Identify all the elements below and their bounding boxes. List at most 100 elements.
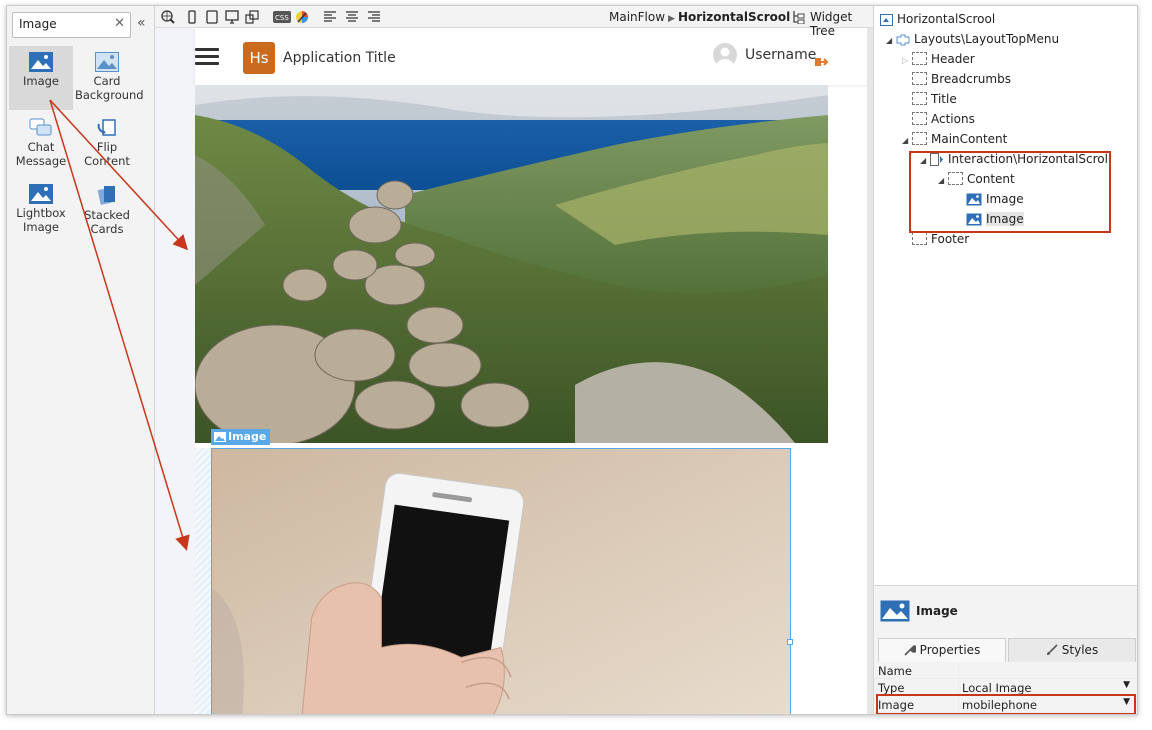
collapse-arrow-icon[interactable]: ◢ xyxy=(886,36,893,45)
app-logo: Hs xyxy=(243,42,275,74)
css-icon[interactable]: CSS xyxy=(273,10,291,24)
screen-breadcrumb: MainFlow▶HorizontalScrool xyxy=(609,10,790,24)
toolbox-item-label: Flip xyxy=(96,140,118,154)
align-right-icon[interactable] xyxy=(367,10,381,24)
landscape-photo[interactable] xyxy=(195,85,828,443)
toolbox-item-flip-content[interactable]: Flip Content xyxy=(75,112,139,176)
desktop-preview-icon[interactable] xyxy=(225,10,239,24)
container-padding-hatch xyxy=(195,448,211,714)
canvas-toolbar: CSS MainFlow▶HorizontalScrool xyxy=(155,6,873,28)
tree-node-label: Header xyxy=(931,52,975,66)
breadcrumb-flow[interactable]: MainFlow xyxy=(609,10,666,24)
user-avatar-icon xyxy=(713,43,737,67)
tree-node-label: MainContent xyxy=(931,132,1008,146)
tree-highlight-annotation xyxy=(909,151,1111,233)
breadcrumb-screen[interactable]: HorizontalScrool xyxy=(677,10,791,24)
tree-node-header[interactable]: ▷ Header xyxy=(902,52,975,70)
selected-widget-tag-label: Image xyxy=(228,430,267,443)
tree-node-content[interactable]: ◢ Content xyxy=(938,172,1015,190)
property-key: Type xyxy=(878,681,905,695)
widget-tree: HorizontalScrool ◢Layouts\LayoutTopMenu … xyxy=(874,6,1137,586)
align-left-icon[interactable] xyxy=(323,10,337,24)
property-row-image[interactable]: Image mobilephone ▼ xyxy=(874,696,1136,713)
placeholder-icon xyxy=(912,92,927,105)
brush-icon xyxy=(1046,644,1058,655)
toolbox-item-card-background[interactable]: Card Background xyxy=(75,46,144,110)
tree-node-breadcrumbs[interactable]: Breadcrumbs xyxy=(912,72,1011,90)
tab-properties[interactable]: Properties xyxy=(878,638,1006,662)
toolbox-item-label: Lightbox xyxy=(16,206,66,220)
tree-node-title[interactable]: Title xyxy=(912,92,957,110)
toolbox-item-image[interactable]: Image xyxy=(9,46,73,110)
menu-icon[interactable] xyxy=(195,48,219,66)
tree-node-label: HorizontalScrool xyxy=(897,12,996,26)
dropdown-arrow-icon[interactable]: ▼ xyxy=(1123,697,1130,707)
app-title: Application Title xyxy=(283,50,396,66)
toolbox-item-label: Chat xyxy=(27,140,55,154)
tree-node-label: Actions xyxy=(931,112,975,126)
tablet-preview-icon[interactable] xyxy=(205,10,219,24)
tree-node-label: Breadcrumbs xyxy=(931,72,1011,86)
app-preview: Hs Application Title Username xyxy=(195,28,867,715)
breadcrumb-separator-icon: ▶ xyxy=(668,14,675,24)
resize-handle[interactable] xyxy=(787,639,793,645)
tree-node-label: Image xyxy=(986,192,1024,206)
tree-node-label: Interaction\HorizontalScroll xyxy=(948,152,1112,166)
flip-icon xyxy=(97,119,116,136)
placeholder-icon xyxy=(912,132,927,145)
screen-icon xyxy=(880,14,893,26)
tree-node-layout[interactable]: ◢Layouts\LayoutTopMenu xyxy=(886,32,1059,50)
align-center-icon[interactable] xyxy=(345,10,359,24)
toolbox-item-lightbox-image[interactable]: Lightbox Image xyxy=(9,178,73,242)
collapse-arrow-icon[interactable]: ◢ xyxy=(938,176,945,185)
block-icon xyxy=(896,34,910,46)
phone-preview-icon[interactable] xyxy=(185,10,199,24)
toolbox-search-input[interactable]: Image ✕ xyxy=(12,12,131,38)
tree-node-image-2-selected[interactable]: Image xyxy=(966,212,1024,230)
property-value[interactable]: mobilephone xyxy=(962,698,1037,712)
collapse-panel-icon[interactable]: « xyxy=(137,15,146,31)
placeholder-icon xyxy=(912,52,927,65)
tree-node-interaction[interactable]: ◢ Interaction\HorizontalScroll xyxy=(920,152,1111,170)
chat-icon xyxy=(29,118,52,136)
collapse-arrow-icon[interactable]: ◢ xyxy=(902,136,909,145)
logout-icon[interactable] xyxy=(815,56,829,68)
property-row-name[interactable]: Name xyxy=(874,662,1136,679)
image-icon xyxy=(966,193,982,206)
clear-search-icon[interactable]: ✕ xyxy=(114,16,125,31)
selected-widget-tag: Image xyxy=(211,429,271,445)
widget-tree-icon xyxy=(793,11,805,24)
tab-properties-label: Properties xyxy=(919,643,981,657)
placeholder-icon xyxy=(912,72,927,85)
username[interactable]: Username xyxy=(745,47,817,63)
expand-arrow-icon[interactable]: ▷ xyxy=(902,56,909,65)
image-icon xyxy=(29,52,53,72)
toolbox-panel: Image ✕ « Image Card Background Chat Mes… xyxy=(7,6,155,714)
tab-styles[interactable]: Styles xyxy=(1008,638,1136,662)
tree-node-footer[interactable]: Footer xyxy=(912,232,969,250)
multi-device-icon[interactable] xyxy=(245,10,259,24)
canvas-scrollbar[interactable] xyxy=(867,28,873,714)
web-preview-icon[interactable] xyxy=(161,10,175,24)
tree-node-screen[interactable]: HorizontalScrool xyxy=(880,12,995,30)
toolbox-item-label: Content xyxy=(84,154,130,168)
placeholder-icon xyxy=(912,112,927,125)
tree-node-actions[interactable]: Actions xyxy=(912,112,975,130)
property-highlight-annotation xyxy=(876,694,1136,714)
stack-icon xyxy=(97,186,115,205)
toolbox-item-label: Image xyxy=(22,74,60,88)
tree-node-image-1[interactable]: Image xyxy=(966,192,1024,210)
tree-node-label: Content xyxy=(967,172,1015,186)
tree-node-label: Image xyxy=(986,212,1024,226)
collapse-arrow-icon[interactable]: ◢ xyxy=(920,156,927,165)
widget-tree-tab[interactable]: Widget Tree xyxy=(788,6,874,38)
toolbox-item-stacked-cards[interactable]: Stacked Cards xyxy=(75,178,139,242)
property-value[interactable]: Local Image xyxy=(962,681,1032,695)
service-studio-window: Image ✕ « Image Card Background Chat Mes… xyxy=(6,5,1138,715)
tree-node-maincontent[interactable]: ◢ MainContent xyxy=(902,132,1007,150)
mobilephone-photo[interactable] xyxy=(211,448,791,715)
toolbox-item-label: Stacked xyxy=(84,208,130,222)
theme-palette-icon[interactable] xyxy=(295,10,309,24)
dropdown-arrow-icon[interactable]: ▼ xyxy=(1123,680,1130,690)
toolbox-item-chat-message[interactable]: Chat Message xyxy=(9,112,73,176)
